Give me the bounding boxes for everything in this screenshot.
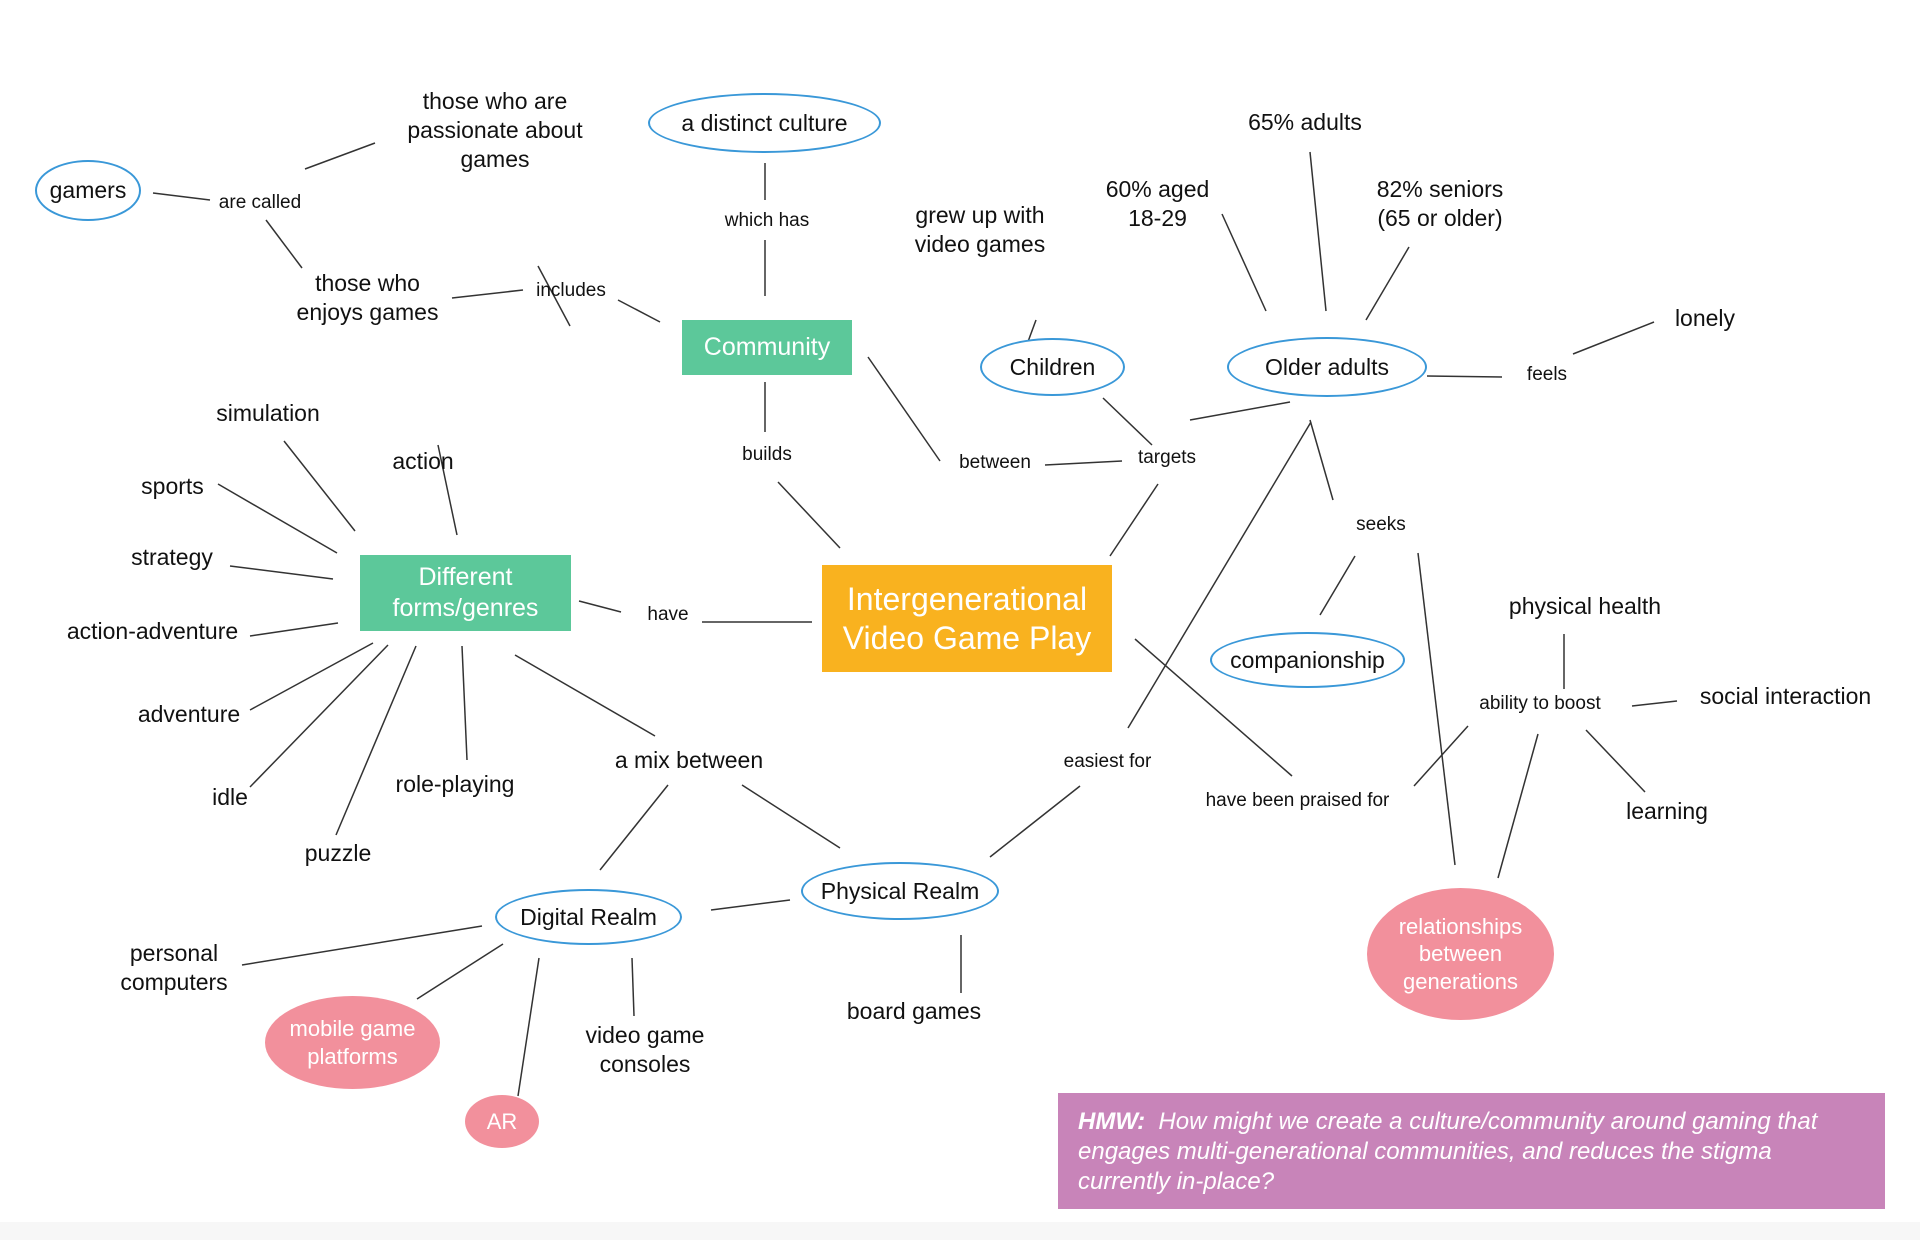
grew-up-node: grew up with video games: [914, 202, 1046, 257]
connector-line: [1044, 460, 1123, 466]
genre-adventure: adventure: [137, 700, 241, 727]
between-label: between: [959, 452, 1031, 474]
have-been-praised-label: have been praised for: [1205, 790, 1390, 812]
connector-line: [777, 481, 841, 549]
enjoys-node: those who enjoys games: [296, 270, 439, 325]
genre-simulation: simulation: [216, 399, 320, 426]
digital-realm-node: Digital Realm: [495, 889, 682, 945]
gamers-node: gamers: [35, 160, 141, 221]
connector-line: [217, 483, 338, 554]
video-game-consoles-node: video game consoles: [585, 1022, 705, 1077]
connector-line: [461, 645, 468, 761]
connector-line: [1585, 729, 1646, 793]
board-games-node: board games: [846, 997, 982, 1024]
connector-line: [1319, 555, 1356, 616]
personal-computers-node: personal computers: [120, 940, 228, 995]
connector-line: [416, 943, 504, 1000]
feels-label: feels: [1526, 364, 1568, 386]
connector-line: [617, 299, 661, 323]
connector-line: [241, 925, 483, 966]
connector-line: [989, 785, 1081, 858]
passionate-node: those who are passionate about games: [407, 88, 583, 172]
connector-line: [1365, 246, 1410, 321]
social-interaction-node: social interaction: [1699, 682, 1872, 709]
connector-line: [249, 622, 339, 637]
genre-puzzle: puzzle: [304, 839, 372, 866]
hmw-text: How might we create a culture/community …: [1078, 1108, 1818, 1195]
connector-line: [1102, 397, 1153, 446]
bottom-strip: [0, 1222, 1920, 1240]
genre-role-playing: role-playing: [395, 770, 515, 797]
companionship-node: companionship: [1210, 632, 1405, 688]
connector-line: [437, 444, 458, 536]
children-node: Children: [980, 338, 1125, 396]
connector-line: [537, 265, 571, 327]
genre-action: action: [392, 447, 454, 474]
connector-line: [265, 219, 303, 269]
ar-node: AR: [465, 1095, 539, 1148]
connector-line: [1189, 401, 1291, 421]
lonely-node: lonely: [1674, 304, 1736, 331]
connector-line: [229, 565, 334, 580]
connector-line: [152, 192, 211, 201]
easiest-for-label: easiest for: [1063, 751, 1152, 773]
distinct-culture-node: a distinct culture: [648, 93, 881, 153]
older-adults-node: Older adults: [1227, 337, 1427, 397]
have-label: have: [647, 604, 689, 626]
physical-health-node: physical health: [1508, 592, 1662, 619]
connector-line: [1426, 375, 1503, 378]
connector-line: [1221, 213, 1267, 312]
connector-line: [710, 899, 791, 911]
connector-line: [1134, 638, 1293, 777]
genre-sports: sports: [141, 472, 204, 499]
seniors-82-node: 82% seniors (65 or older): [1376, 176, 1504, 231]
mix-between-node: a mix between: [614, 746, 764, 773]
which-has-label: which has: [724, 210, 810, 232]
seeks-label: seeks: [1356, 514, 1406, 536]
connector-line: [1127, 421, 1312, 729]
connector-line: [304, 142, 376, 170]
ability-to-boost-label: ability to boost: [1479, 693, 1601, 715]
genres-node: Different forms/genres: [360, 555, 571, 631]
connector-line: [514, 654, 656, 737]
relationships-node: relationships between generations: [1367, 888, 1554, 1020]
aged-60-node: 60% aged 18-29: [1105, 176, 1210, 231]
includes-label: includes: [536, 280, 606, 302]
connector-line: [631, 957, 635, 1017]
connector-line: [249, 644, 389, 788]
connector-line: [599, 784, 669, 871]
genre-strategy: strategy: [131, 543, 213, 570]
center-node: Intergenerational Video Game Play: [822, 565, 1112, 672]
learning-node: learning: [1626, 797, 1708, 824]
targets-label: targets: [1137, 447, 1197, 469]
are-called-label: are called: [218, 192, 302, 214]
physical-realm-node: Physical Realm: [801, 862, 999, 920]
connector-line: [249, 642, 374, 711]
mobile-platforms-node: mobile game platforms: [265, 996, 440, 1089]
connector-line: [335, 645, 417, 836]
adults-65-node: 65% adults: [1248, 108, 1362, 135]
hmw-label: HMW:: [1078, 1108, 1146, 1135]
hmw-callout: HMW: How might we create a culture/commu…: [1058, 1093, 1885, 1209]
connector-line: [283, 440, 356, 532]
genre-action-adventure: action-adventure: [66, 617, 239, 644]
builds-label: builds: [742, 444, 792, 466]
connector-line: [1417, 552, 1456, 866]
connector-line: [451, 289, 524, 299]
connector-line: [1309, 419, 1334, 501]
connector-line: [1497, 733, 1539, 879]
connector-line: [741, 784, 841, 849]
connector-line: [1309, 151, 1327, 312]
community-node: Community: [682, 320, 852, 375]
connector-line: [578, 600, 622, 613]
genre-idle: idle: [212, 783, 248, 810]
connector-line: [1413, 725, 1469, 787]
connector-line: [1631, 700, 1678, 707]
connector-line: [517, 957, 540, 1097]
connector-line: [1572, 321, 1655, 355]
connector-line: [1109, 483, 1159, 557]
connector-line: [867, 356, 941, 462]
